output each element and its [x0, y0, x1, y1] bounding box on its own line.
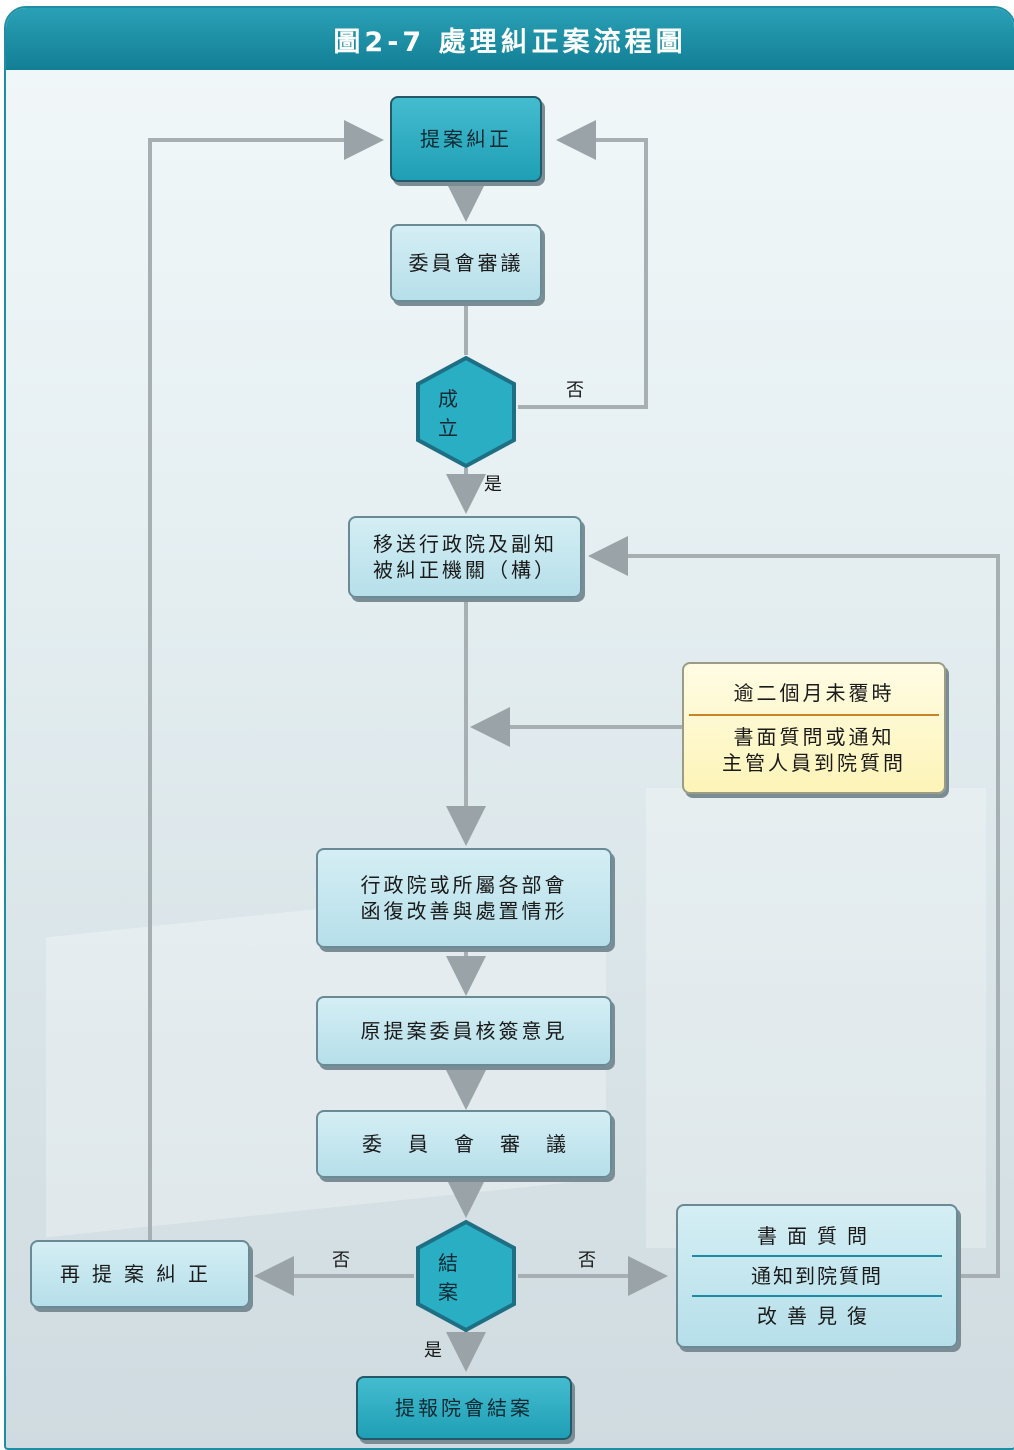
- repropose-label: 再提案糾正: [60, 1262, 220, 1286]
- yes-label-close: 是: [424, 1340, 442, 1361]
- committee-review-box-1: 委員會審議: [390, 224, 542, 302]
- committee-review-label-2: 委員會審議: [362, 1132, 592, 1156]
- propose-label: 提案糾正: [420, 127, 512, 151]
- close-case-label: 結案: [438, 1251, 478, 1304]
- report-close-label: 提報院會結案: [395, 1396, 533, 1420]
- reply-line-2: 函復改善與處置情形: [360, 899, 568, 923]
- transfer-line-2: 被糾正機關（構）: [373, 558, 557, 582]
- overdue-line-1: 書面質問或通知: [733, 725, 895, 749]
- no-label-close-right: 否: [578, 1250, 596, 1271]
- improve-reply: 改善見復: [757, 1304, 877, 1328]
- written-inquiry: 書面質問: [692, 1217, 942, 1257]
- overdue-line-2: 主管人員到院質問: [722, 751, 906, 775]
- original-committee-label: 原提案委員核簽意見: [360, 1019, 568, 1043]
- notify-inquiry: 通知到院質問: [692, 1257, 942, 1297]
- repropose-box: 再提案糾正: [30, 1240, 250, 1308]
- page-title: 圖2-7 處理糾正案流程圖: [6, 8, 1014, 70]
- decision-established: [416, 355, 516, 469]
- no-label-established: 否: [566, 380, 584, 401]
- original-committee-box: 原提案委員核簽意見: [316, 996, 612, 1066]
- report-close-box: 提報院會結案: [356, 1376, 572, 1440]
- overdue-note-box: 逾二個月未覆時 書面質問或通知 主管人員到院質問: [682, 662, 946, 794]
- propose-correction-box: 提案糾正: [390, 96, 542, 182]
- background-column: [646, 788, 986, 1248]
- committee-review-label-1: 委員會審議: [408, 251, 524, 275]
- transfer-box: 移送行政院及副知 被糾正機關（構）: [348, 516, 582, 598]
- no-label-close-left: 否: [332, 1250, 350, 1271]
- overdue-title: 逾二個月未覆時: [689, 680, 939, 716]
- decision-close-case: [416, 1219, 516, 1333]
- reply-box: 行政院或所屬各部會 函復改善與處置情形: [316, 848, 612, 948]
- reply-line-1: 行政院或所屬各部會: [360, 873, 568, 897]
- committee-review-box-2: 委員會審議: [316, 1110, 612, 1178]
- inquiry-box: 書面質問 通知到院質問 改善見復: [676, 1204, 958, 1348]
- established-label: 成立: [438, 387, 478, 440]
- yes-label-established: 是: [484, 474, 502, 495]
- transfer-line-1: 移送行政院及副知: [373, 532, 557, 556]
